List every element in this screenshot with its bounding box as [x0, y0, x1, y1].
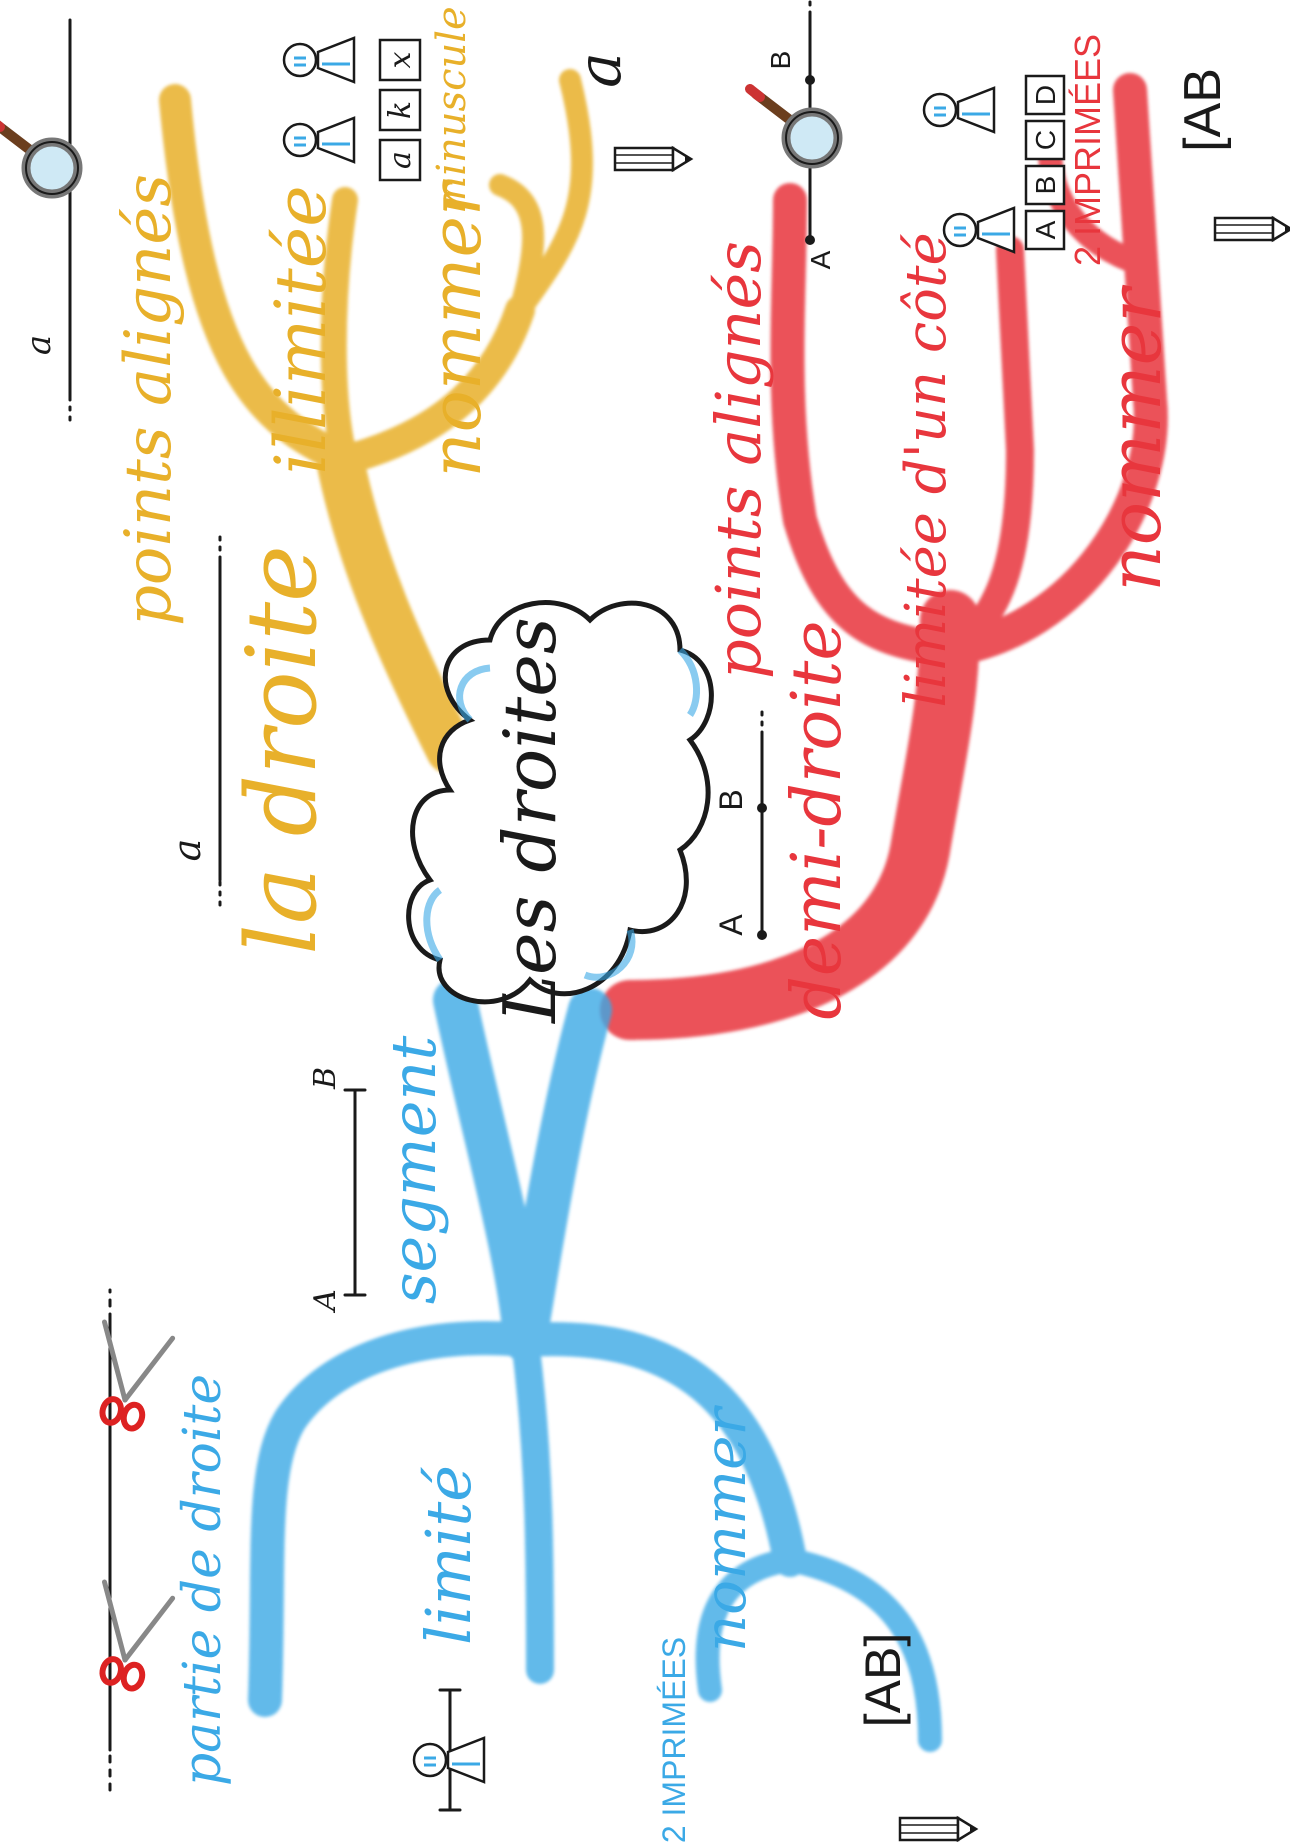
central-cloud: Les droites — [406, 600, 714, 1025]
demi-diagram-label-a: A — [713, 914, 749, 936]
demi-letter-3: D — [1030, 85, 1061, 105]
droite-letter-1: k — [383, 101, 418, 119]
droite-name-label: nommer — [415, 179, 497, 477]
letter-card-icon — [1024, 119, 1066, 161]
segment-limit-label: limité — [412, 1465, 485, 1645]
demi-name-example-text: [AB — [1174, 68, 1232, 152]
demi-title: demi-droite — [778, 620, 857, 1019]
droite-name-note: minuscule — [429, 6, 475, 213]
letter-card-icon — [1024, 164, 1066, 206]
segment-diagram: A B — [308, 1067, 367, 1314]
demi-limit-label: limitée d'un côté — [894, 232, 959, 707]
segment-name-example: [AB] — [855, 1633, 978, 1842]
scissors-icon — [80, 1320, 173, 1433]
segment-name-label: nommer — [691, 1405, 759, 1653]
demi-name-example: [AB — [1174, 68, 1290, 242]
branch-segment — [248, 978, 942, 1752]
demi-points-label-a: A — [805, 250, 836, 269]
demi-name-note: 2 IMPRIMÉES — [1067, 34, 1108, 266]
droite-name-example: a — [565, 52, 693, 172]
segment-label-b: B — [308, 1067, 343, 1090]
scissors-icon — [80, 1580, 173, 1693]
droite-points-diagram: a — [0, 18, 78, 422]
letter-card-icon — [1024, 209, 1066, 251]
demi-line-diagram: A B — [713, 708, 767, 940]
droite-title: la droite — [226, 545, 338, 955]
person-icon — [282, 36, 356, 84]
demi-persons — [922, 86, 1016, 254]
branch-demi — [600, 73, 1168, 1040]
magnifier-icon — [750, 89, 838, 164]
droite-letter-0: a — [383, 151, 418, 169]
demi-points-diagram: A B — [750, 0, 838, 269]
letter-card-icon — [1024, 74, 1066, 116]
branch-droite — [159, 69, 593, 774]
person-icon — [942, 206, 1016, 254]
droite-points-label: points alignés — [112, 174, 186, 626]
segment-part-label: partie de droite — [173, 1374, 233, 1786]
pencil-icon — [1213, 216, 1290, 242]
droite-persons — [282, 36, 356, 164]
demi-letter-cards: A B C D — [1024, 74, 1066, 251]
center-title: Les droites — [488, 617, 572, 1025]
segment-title: segment — [377, 1036, 450, 1305]
droite-letter-2: x — [383, 51, 418, 68]
demi-name-label: nommer — [1093, 285, 1177, 592]
person-icon — [922, 86, 996, 134]
letter-card-icon — [378, 138, 422, 182]
person-icon — [282, 116, 356, 164]
demi-letter-0: A — [1030, 220, 1061, 239]
segment-name-note: 2 IMPRIMÉES — [656, 1637, 692, 1842]
droite-line-diagram: a — [165, 533, 222, 907]
demi-letter-1: B — [1030, 176, 1061, 195]
letter-card-icon — [378, 88, 422, 132]
droite-letter-cards: a k x — [378, 38, 422, 182]
magnifier-icon — [0, 119, 78, 194]
demi-letter-2: C — [1030, 130, 1061, 150]
droite-points-small-label: a — [19, 335, 59, 355]
demi-diagram-label-b: B — [713, 789, 749, 810]
droite-diagram-label: a — [165, 839, 209, 862]
segment-name-example-text: [AB] — [855, 1633, 911, 1727]
droite-name-example-text: a — [565, 52, 635, 88]
droite-limit-label: illimitée — [260, 185, 342, 474]
segment-cut-diagram — [80, 1288, 173, 1792]
segment-person — [412, 1688, 486, 1812]
pencil-icon — [898, 1816, 978, 1842]
segment-label-a: A — [308, 1289, 343, 1314]
letter-card-icon — [378, 38, 422, 82]
pencil-icon — [613, 146, 693, 172]
demi-points-label: points alignés — [702, 241, 775, 679]
demi-points-label-b: B — [765, 51, 796, 70]
